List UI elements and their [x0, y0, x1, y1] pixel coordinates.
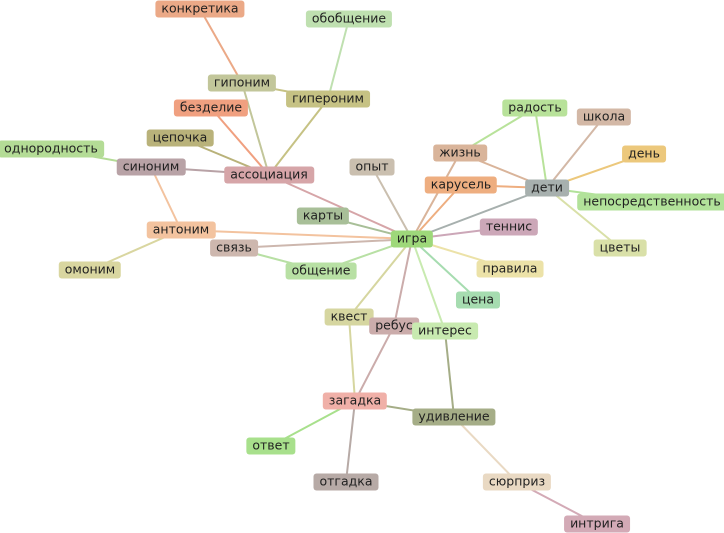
node-obobshenie[interactable]: обобщение — [305, 10, 393, 28]
edge-assoc-giponim — [241, 82, 270, 176]
node-obshenie[interactable]: общение — [285, 262, 357, 280]
node-omonim[interactable]: омоним — [58, 261, 122, 279]
edge-igra-assoc — [268, 174, 413, 240]
node-zhizn[interactable]: жизнь — [433, 144, 487, 162]
node-deti[interactable]: дети — [525, 179, 569, 197]
node-shkola[interactable]: школа — [576, 108, 632, 126]
node-opyt[interactable]: опыт — [349, 158, 395, 176]
node-tsepochka[interactable]: цепочка — [146, 129, 214, 147]
node-tsena[interactable]: цена — [455, 291, 501, 309]
node-radost[interactable]: радость — [502, 99, 568, 117]
node-syurpriz[interactable]: сюрприз — [482, 473, 552, 491]
edge-deti-shkola — [546, 116, 605, 189]
node-karusel[interactable]: карусель — [424, 176, 498, 194]
node-konkretika[interactable]: конкретика — [155, 0, 245, 18]
edge-zagadka-kvest — [348, 316, 356, 402]
node-otvet[interactable]: ответ — [246, 437, 296, 455]
edge-zagadka-otgadka — [345, 400, 356, 483]
edge-igra-opyt — [371, 166, 413, 240]
node-otgadka[interactable]: отгадка — [313, 473, 379, 491]
edge-igra-antonim — [180, 229, 413, 240]
node-karty[interactable]: карты — [296, 207, 350, 225]
edge-zagadka-rebus — [354, 325, 395, 402]
node-giponim[interactable]: гипоним — [207, 74, 277, 92]
edge-igra-tsena — [411, 238, 479, 301]
edge-igra-kvest — [348, 238, 413, 318]
node-zagadka[interactable]: загадка — [322, 392, 388, 410]
edge-deti-radost — [534, 107, 548, 189]
node-bezdelie[interactable]: безделие — [173, 99, 249, 117]
edge-igra-zhizn — [411, 152, 461, 240]
node-interes[interactable]: интерес — [412, 322, 478, 340]
node-igra[interactable]: игра — [390, 230, 434, 248]
edge-deti-tsvety — [546, 187, 621, 249]
node-tennis[interactable]: теннис — [479, 218, 539, 236]
node-den[interactable]: день — [622, 145, 666, 163]
edge-igra-svyaz — [233, 238, 413, 249]
edge-udivlenie-syurpriz — [453, 416, 518, 483]
node-rebus[interactable]: ребус — [369, 317, 419, 335]
node-tsvety[interactable]: цветы — [593, 239, 647, 257]
node-giperonim[interactable]: гипероним — [286, 90, 370, 108]
edge-assoc-bezdelie — [210, 107, 270, 176]
edge-interes-udivlenie — [444, 330, 455, 418]
edge-igra-interes — [411, 238, 446, 332]
edge-igra-deti — [411, 187, 548, 240]
node-assotsiatsiya[interactable]: ассоциация — [224, 166, 314, 184]
edge-igra-rebus — [393, 238, 413, 327]
node-sinonim[interactable]: синоним — [116, 158, 186, 176]
node-odnorodnost[interactable]: однородность — [0, 140, 104, 158]
node-kvest[interactable]: квест — [324, 308, 374, 326]
edge-sinonim-antonim — [150, 166, 182, 231]
node-udivlenie[interactable]: удивление — [412, 408, 496, 426]
node-neposredstvennost[interactable]: непосредственность — [577, 193, 724, 211]
node-antonim[interactable]: антоним — [146, 221, 216, 239]
edge-giperonim-obobshenie — [327, 18, 350, 100]
edge-assoc-giperonim — [268, 98, 329, 176]
node-intriga[interactable]: интрига — [564, 515, 630, 533]
edge-igra-karusel — [411, 184, 462, 240]
node-svyaz[interactable]: связь — [210, 239, 258, 257]
edge-giponim-konkretika — [199, 8, 243, 84]
node-pravila[interactable]: правила — [476, 260, 544, 278]
